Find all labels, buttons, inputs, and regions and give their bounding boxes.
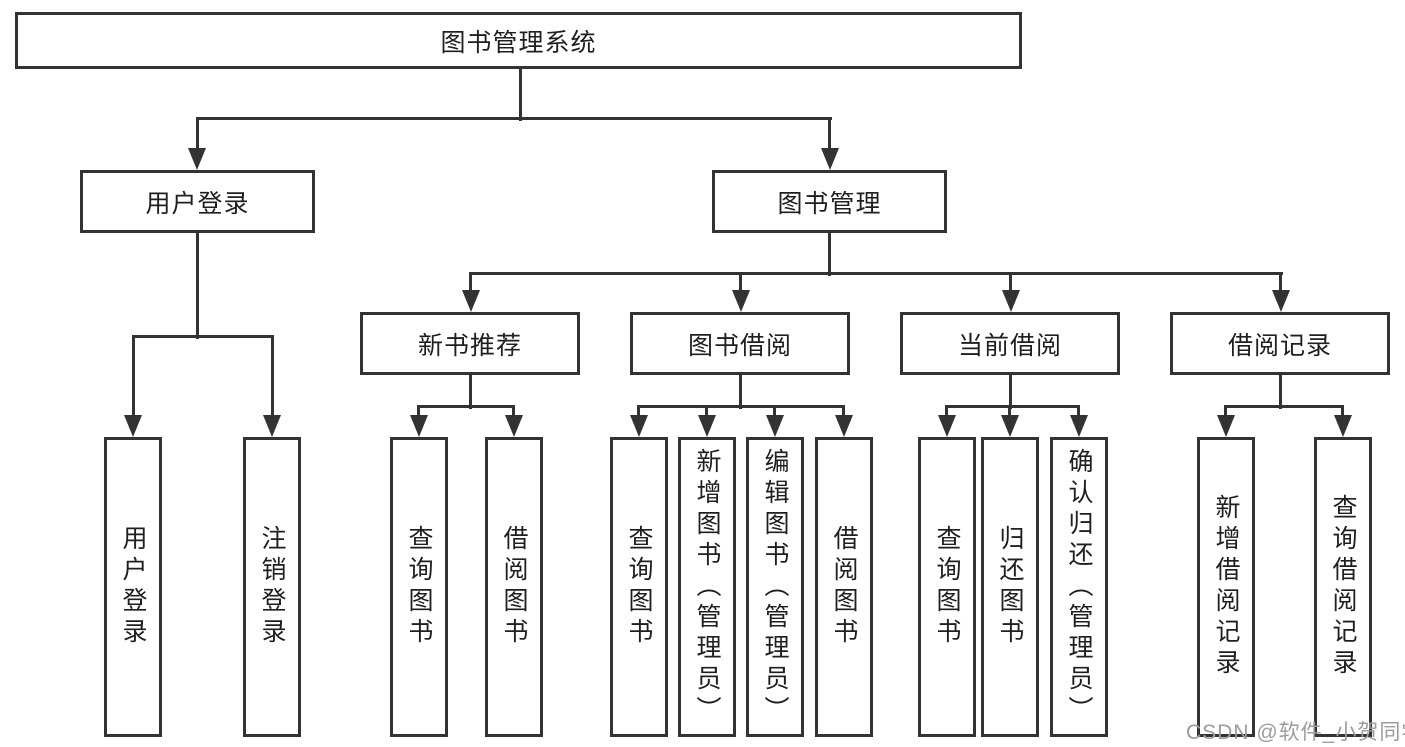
connector-line (1279, 375, 1282, 409)
connector-line (637, 406, 640, 415)
leaf-label: 确认归还（管理员） (1065, 447, 1093, 727)
leaf-label: 查询图书 (625, 525, 653, 649)
leaf-label: 注销登录 (258, 525, 286, 649)
connector-line (1224, 404, 1344, 408)
arrowhead-icon (461, 290, 480, 312)
arrowhead-icon (1271, 290, 1290, 312)
node-book-borrowing: 图书借阅 (630, 312, 850, 375)
connector-line (828, 233, 831, 276)
node-current-borrowing: 当前借阅 (900, 312, 1120, 375)
connector-line (828, 118, 831, 148)
connector-line (131, 336, 135, 415)
arrowhead-icon (1000, 415, 1019, 437)
arrowhead-icon (731, 290, 750, 312)
leaf-label: 用户登录 (119, 525, 147, 649)
arrowhead-icon (1333, 415, 1352, 437)
connector-line (1077, 406, 1080, 415)
leaf-label: 借阅图书 (830, 525, 858, 649)
connector-line (270, 336, 274, 415)
leaf-logout: 注销登录 (243, 437, 301, 737)
arrowhead-icon (937, 415, 956, 437)
arrowhead-icon (629, 415, 648, 437)
arrowhead-icon (188, 148, 206, 170)
leaf-label: 查询借阅记录 (1329, 494, 1357, 680)
leaf-label: 借阅图书 (500, 525, 528, 649)
node-label: 新书推荐 (417, 331, 522, 360)
arrowhead-icon (834, 415, 853, 437)
arrowhead-icon (1069, 415, 1088, 437)
node-borrowing-records: 借阅记录 (1170, 312, 1390, 375)
leaf-label: 查询图书 (405, 525, 433, 649)
node-label: 图书管理 (777, 189, 882, 218)
connector-line (196, 233, 199, 339)
arrowhead-icon (765, 415, 784, 437)
connector-line (1009, 375, 1012, 409)
connector-line (1341, 406, 1344, 415)
leaf-label: 编辑图书（管理员） (761, 447, 789, 727)
connector-line (417, 406, 420, 415)
connector-line (195, 118, 199, 148)
node-library-management-system: 图书管理系统 (15, 12, 1022, 69)
leaf-add-books-admin: 新增图书（管理员） (678, 437, 736, 737)
connector-line (131, 334, 274, 338)
node-label: 用户登录 (145, 189, 250, 218)
leaf-search-books-borrowing: 查询图书 (610, 437, 668, 737)
csdn-watermark: CSDN @软件_小贺同学 (1186, 721, 1405, 744)
arrowhead-icon (263, 415, 281, 437)
arrowhead-icon (1001, 290, 1020, 312)
connector-line (417, 404, 515, 408)
leaf-user-login: 用户登录 (104, 437, 162, 737)
leaf-search-books-recommend: 查询图书 (390, 437, 448, 737)
node-new-book-recommendation: 新书推荐 (360, 312, 580, 375)
connector-line (1224, 406, 1227, 415)
connector-line (195, 116, 832, 120)
leaf-borrow-books: 借阅图书 (815, 437, 873, 737)
connector-line (773, 406, 776, 415)
node-book-management: 图书管理 (712, 170, 947, 233)
arrowhead-icon (124, 415, 142, 437)
node-label: 借阅记录 (1227, 331, 1332, 360)
leaf-return-books: 归还图书 (981, 437, 1039, 737)
connector-line (469, 273, 472, 290)
connector-line (739, 273, 742, 290)
leaf-label: 新增借阅记录 (1212, 494, 1240, 680)
connector-line (1279, 273, 1282, 290)
arrowhead-icon (820, 148, 839, 170)
arrowhead-icon (1216, 415, 1235, 437)
leaf-search-borrow-record: 查询借阅记录 (1314, 437, 1372, 737)
node-label: 当前借阅 (957, 331, 1062, 360)
connector-line (1008, 406, 1011, 415)
leaf-search-books-current: 查询图书 (918, 437, 976, 737)
connector-line (945, 404, 1080, 408)
leaf-label: 查询图书 (933, 525, 961, 649)
arrowhead-icon (697, 415, 716, 437)
arrowhead-icon (409, 415, 428, 437)
leaf-borrow-books-recommend: 借阅图书 (485, 437, 543, 737)
leaf-edit-books-admin: 编辑图书（管理员） (746, 437, 804, 737)
leaf-label: 归还图书 (996, 525, 1024, 649)
arrowhead-icon (504, 415, 523, 437)
node-user-login: 用户登录 (80, 170, 315, 233)
connector-line (518, 69, 522, 121)
connector-line (739, 375, 742, 409)
node-label: 图书借阅 (687, 331, 792, 360)
connector-line (512, 406, 515, 415)
connector-line (469, 375, 472, 409)
leaf-add-borrow-record: 新增借阅记录 (1197, 437, 1255, 737)
connector-line (1009, 273, 1012, 290)
leaf-label: 新增图书（管理员） (693, 447, 721, 727)
connector-line (637, 404, 845, 408)
leaf-confirm-return-admin: 确认归还（管理员） (1050, 437, 1108, 737)
connector-line (945, 406, 948, 415)
connector-line (705, 406, 708, 415)
connector-line (468, 271, 1283, 275)
node-label: 图书管理系统 (440, 28, 597, 57)
connector-line (842, 406, 845, 415)
